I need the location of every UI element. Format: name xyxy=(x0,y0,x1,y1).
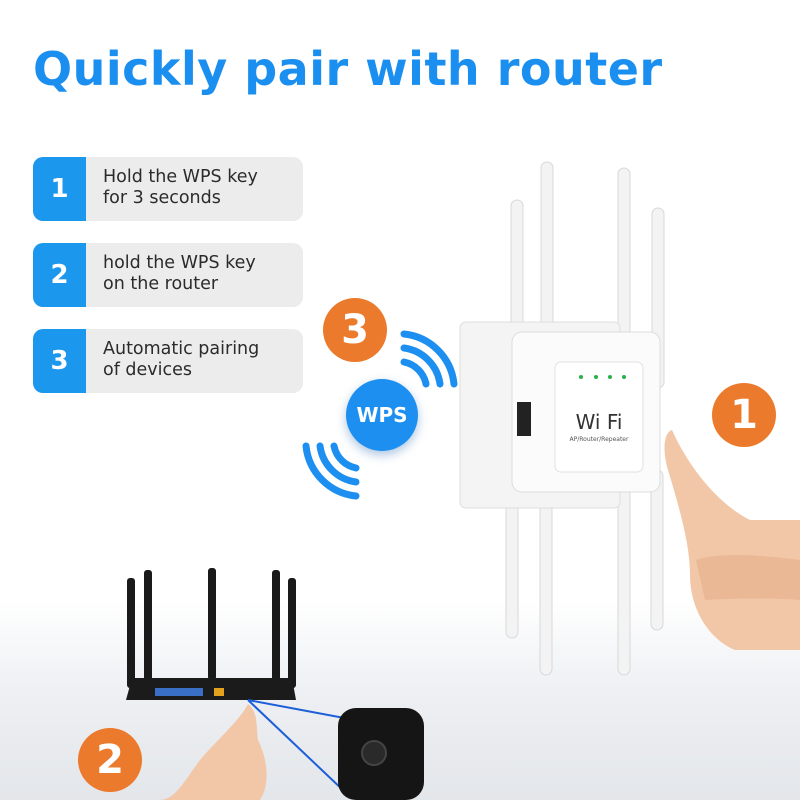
router-lan-ports xyxy=(155,688,203,696)
step-number-3: 3 xyxy=(33,329,86,393)
router-antenna xyxy=(208,568,216,680)
led-indicator xyxy=(622,375,626,379)
led-indicator xyxy=(608,375,612,379)
device-brand-label: Wi Fi xyxy=(576,410,623,434)
step-text-2: hold the WPS key on the router xyxy=(103,253,298,295)
router-antenna xyxy=(272,570,280,688)
steps-list: 1 Hold the WPS key for 3 seconds 2 hold … xyxy=(33,157,303,415)
step-text-1: Hold the WPS key for 3 seconds xyxy=(103,167,298,209)
router-body xyxy=(126,678,296,700)
hand-pressing-icon xyxy=(160,704,267,800)
antenna xyxy=(617,479,631,676)
step-item-2: 2 hold the WPS key on the router xyxy=(33,243,303,307)
step-text-1-line-1: Hold the WPS key xyxy=(103,167,258,187)
step-badge-3: 3 xyxy=(323,298,387,362)
step-item-3: 3 Automatic pairing of devices xyxy=(33,329,303,393)
led-indicator xyxy=(579,375,583,379)
step-number-2: 2 xyxy=(33,243,86,307)
step-badge-1: 1 xyxy=(712,383,776,447)
step-text-3-line-2: of devices xyxy=(103,360,193,380)
signal-waves-icon xyxy=(302,330,458,500)
wps-button-icon xyxy=(361,740,387,766)
step-text-1-line-2: for 3 seconds xyxy=(103,188,221,208)
antenna xyxy=(539,479,553,676)
step-number-1: 1 xyxy=(33,157,86,221)
repeater-front-panel xyxy=(554,361,644,473)
zoom-callout xyxy=(247,699,424,800)
device-subtitle-label: AP/Router/Repeater xyxy=(570,436,629,443)
router-device xyxy=(126,568,296,700)
step-text-2-line-1: hold the WPS key xyxy=(103,253,256,273)
step-badge-2: 2 xyxy=(78,728,142,792)
router-antenna xyxy=(288,578,296,688)
step-item-1: 1 Hold the WPS key for 3 seconds xyxy=(33,157,303,221)
router-antenna xyxy=(144,570,152,688)
router-wan-port xyxy=(214,688,224,696)
router-antenna xyxy=(127,578,135,688)
antenna xyxy=(650,469,664,631)
hand-pointing-icon xyxy=(664,430,800,650)
step-text-3-line-1: Automatic pairing xyxy=(103,339,260,359)
page-title: Quickly pair with router xyxy=(33,42,663,96)
step-text-3: Automatic pairing of devices xyxy=(103,339,298,381)
led-indicator xyxy=(594,375,598,379)
wifi-repeater-device: Wi Fi AP/Router/Repeater xyxy=(459,161,665,676)
step-text-2-line-2: on the router xyxy=(103,274,219,294)
ethernet-port xyxy=(517,402,531,436)
wps-badge: WPS xyxy=(346,379,418,451)
